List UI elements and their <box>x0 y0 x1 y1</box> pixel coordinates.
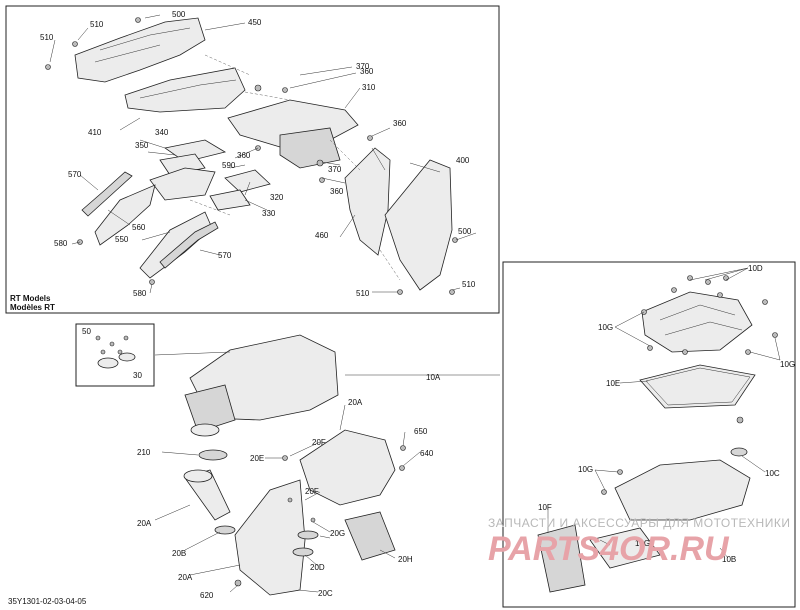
callout-310: 310 <box>362 83 376 92</box>
callout-10G: 10G <box>598 323 613 332</box>
callout-410: 410 <box>88 128 102 137</box>
callout-10A: 10A <box>426 373 441 382</box>
part-550-panel <box>139 211 213 279</box>
part-460-panel <box>344 147 391 256</box>
part-20A-hose <box>183 469 231 521</box>
part-310-bracket <box>227 99 359 169</box>
part-590-housing <box>149 167 216 201</box>
callout-20F: 20F <box>312 438 326 447</box>
part-20A-upper-box <box>299 429 396 506</box>
callout-460: 460 <box>315 231 329 240</box>
callout-560: 560 <box>132 223 146 232</box>
callout-360: 360 <box>393 119 407 128</box>
watermark-line1: ЗАПЧАСТИ И АКСЕССУАРЫ ДЛЯ МОТОТЕХНИКИ <box>488 516 790 530</box>
callout-510: 510 <box>462 280 476 289</box>
small-parts-frame <box>75 323 155 387</box>
callout-10E: 10E <box>606 379 620 388</box>
callout-10G: 10G <box>780 360 795 369</box>
callout-570: 570 <box>218 251 232 260</box>
callout-400: 400 <box>456 156 470 165</box>
callout-320: 320 <box>270 193 284 202</box>
callout-10B: 10B <box>722 555 736 564</box>
part-10G-cover <box>641 291 753 353</box>
part-450-cover <box>74 17 206 83</box>
part-330-pad <box>209 189 251 211</box>
rt-models-caption-line2: Modèles RT <box>10 303 55 312</box>
callout-510: 510 <box>90 20 104 29</box>
drawing-number: 35Y1301-02-03-04-05 <box>8 597 87 606</box>
callout-580: 580 <box>133 289 147 298</box>
callout-590: 590 <box>222 161 236 170</box>
callout-20E: 20E <box>250 454 264 463</box>
callout-370: 370 <box>356 62 370 71</box>
callout-30: 30 <box>133 371 142 380</box>
part-570-strip-upper <box>81 171 133 217</box>
callout-20C: 20C <box>318 589 333 598</box>
rt-models-frame <box>5 5 500 314</box>
callout-50: 50 <box>82 327 91 336</box>
callout-510: 510 <box>356 289 370 298</box>
callout-210: 210 <box>137 448 151 457</box>
part-400-panel <box>384 159 453 291</box>
callout-550: 550 <box>115 235 129 244</box>
part-20A-tube <box>234 479 306 596</box>
callout-20H: 20H <box>398 555 413 564</box>
callout-10F: 10F <box>538 503 552 512</box>
callout-20A: 20A <box>178 573 193 582</box>
callout-500: 500 <box>458 227 472 236</box>
part-410-duct <box>124 67 246 113</box>
callout-10G: 10G <box>635 539 650 548</box>
callout-20G: 20G <box>330 529 345 538</box>
callout-370: 370 <box>328 165 342 174</box>
callout-360: 360 <box>330 187 344 196</box>
callout-620: 620 <box>200 591 214 600</box>
callout-10D: 10D <box>748 264 763 273</box>
part-20H-pad <box>344 511 396 561</box>
callout-350: 350 <box>135 141 149 150</box>
part-320-pad <box>224 169 271 193</box>
callout-570: 570 <box>68 170 82 179</box>
part-570-strip-lower <box>159 221 219 269</box>
callout-640: 640 <box>420 449 434 458</box>
callout-20B: 20B <box>172 549 186 558</box>
part-560-panel <box>94 184 156 246</box>
callout-510: 510 <box>40 33 54 42</box>
callout-450: 450 <box>248 18 262 27</box>
rt-models-caption-line1: RT Models <box>10 294 51 303</box>
callout-360: 360 <box>237 151 251 160</box>
part-10C-base <box>614 459 751 521</box>
callout-20A: 20A <box>137 519 152 528</box>
callout-360: 360 <box>360 67 374 76</box>
callout-10G: 10G <box>578 465 593 474</box>
callout-20D: 20D <box>310 563 325 572</box>
callout-340: 340 <box>155 128 169 137</box>
part-10B-filter <box>589 527 661 569</box>
callout-500: 500 <box>172 10 186 19</box>
callout-20F: 20F <box>305 487 319 496</box>
part-10E-seal <box>639 364 756 409</box>
watermark-line2: PARTS4OR.RU <box>488 530 730 568</box>
kit-frame <box>502 261 796 608</box>
callout-580: 580 <box>54 239 68 248</box>
callout-330: 330 <box>262 209 276 218</box>
callout-650: 650 <box>414 427 428 436</box>
callout-10C: 10C <box>765 469 780 478</box>
part-10F-duct <box>537 524 586 593</box>
callout-20A: 20A <box>348 398 363 407</box>
part-10A-airbox <box>184 334 339 437</box>
